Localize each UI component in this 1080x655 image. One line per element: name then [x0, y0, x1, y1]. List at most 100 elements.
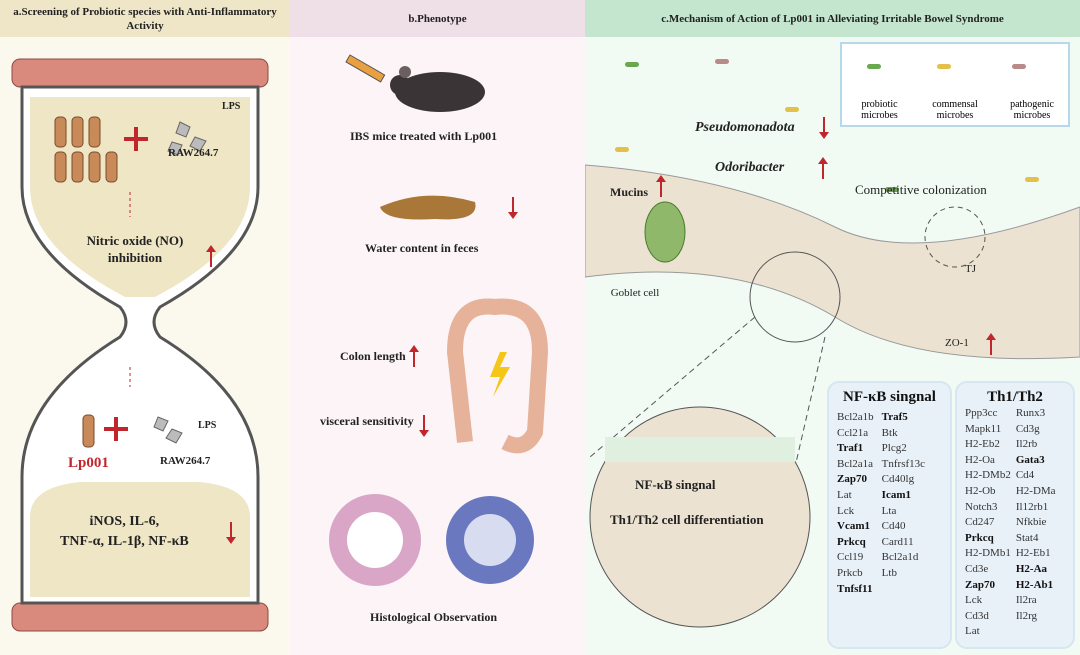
legend-pathogenic: pathogenic microbes [1010, 99, 1054, 121]
commensal-icon [937, 64, 951, 69]
histology-label: Histological Observation [370, 610, 497, 624]
histology-images [329, 494, 534, 586]
competitive-label: Competitive colonization [855, 182, 987, 197]
gene-item: Cd3g [1015, 422, 1040, 435]
intestine-illustration [585, 164, 1080, 628]
gene-item: Tnfsf11 [837, 582, 873, 595]
pseudomonadota-label: Pseudomonadota [695, 120, 795, 135]
panel-c-title: c.Mechanism of Action of Lp001 in Allevi… [585, 0, 1080, 37]
gene-item: Plcg2 [881, 442, 907, 455]
down-arrow-icon [226, 522, 236, 544]
feces-icon [380, 195, 476, 220]
panel-a-title: a.Screening of Probiotic species with An… [0, 0, 290, 37]
gene-item: Bcl2a1a [837, 457, 874, 470]
gene-item: Vcam1 [837, 520, 870, 533]
microbe [1025, 177, 1039, 182]
inflammatory-markers: iNOS, IL-6, TNF-α, IL-1β, NF-κB [60, 514, 189, 549]
gene-item: Mapk11 [965, 422, 1002, 435]
mouse-syringe-icon [345, 54, 485, 112]
goblet-cell-label: Goblet cell [610, 287, 660, 299]
gene-item: Stat4 [1015, 531, 1039, 544]
gene-item: Lck [837, 504, 855, 517]
mice-label: IBS mice treated with Lp001 [350, 129, 498, 143]
gene-item: Notch3 [965, 500, 998, 513]
gene-item: Prkcq [837, 535, 866, 548]
gene-item: Zap70 [965, 578, 995, 591]
lps-label-1: LPS [222, 101, 241, 112]
gene-item: Il2rg [1015, 609, 1038, 622]
panel-b: IBS mice treated with Lp001 Water conten… [290, 37, 585, 655]
gene-item: Il2rb [1015, 438, 1038, 451]
pathogenic-icon [1012, 64, 1026, 69]
gene-item: Gata3 [1015, 453, 1045, 466]
gene-item: Traf5 [881, 411, 908, 423]
gene-item: Cd3d [965, 609, 989, 622]
panel-b-title: b.Phenotype [290, 0, 585, 37]
gene-item: H2-Eb2 [965, 438, 1000, 451]
probiotic-icon [867, 64, 881, 69]
colon-length-label: Colon length [340, 349, 406, 363]
gene-item: H2-Ob [965, 484, 996, 497]
gene-item: Lck [965, 594, 983, 607]
gene-item: H2-Aa [1015, 562, 1048, 575]
gene-item: Cd4 [1015, 469, 1035, 482]
gene-item: Lta [881, 504, 897, 517]
raw-label-1: RAW264.7 [168, 147, 219, 159]
gene-item: Lat [837, 488, 852, 501]
microbe [625, 62, 639, 67]
gene-item: Bcl2a1b [837, 411, 874, 423]
gene-item: H2-Ab1 [1015, 578, 1054, 591]
up-arrow-icon [818, 157, 828, 179]
gene-item: Ltb [881, 566, 897, 579]
up-arrow-icon [656, 175, 666, 197]
gene-item: Nfkbie [1015, 516, 1047, 529]
colon-icon [446, 298, 549, 454]
zoom-nfkb-label: NF-κB singnal [635, 477, 716, 492]
legend-commensal: commensal microbes [932, 99, 978, 121]
microbe [715, 59, 729, 64]
gene-item: Prkcb [837, 566, 863, 579]
zo1-label: ZO-1 [945, 337, 969, 349]
gene-item: Zap70 [837, 473, 867, 486]
gene-item: Cd3e [965, 562, 989, 575]
gene-item: H2-Eb1 [1015, 547, 1051, 560]
gene-item: Il12rb1 [1015, 500, 1049, 513]
microbe [885, 187, 899, 192]
gene-item: H2-DMa [1015, 484, 1056, 497]
gene-item: Il2ra [1015, 594, 1037, 607]
legend-probiotic: probiotic microbes [861, 99, 898, 121]
up-arrow-icon [206, 245, 216, 267]
gene-item: Ccl19 [837, 551, 864, 564]
gene-item: Ppp3cc [965, 407, 998, 419]
gene-item: Icam1 [881, 488, 911, 501]
gene-item: Bcl2a1d [881, 551, 919, 564]
tj-label: TJ [965, 263, 976, 275]
panel-c: probiotic microbes commensal microbes pa… [585, 37, 1080, 655]
gene-item: H2-DMb1 [965, 547, 1011, 560]
down-arrow-icon [819, 117, 829, 139]
mucins-label: Mucins [610, 185, 649, 199]
gene-item: Runx3 [1015, 407, 1046, 419]
hourglass [11, 58, 269, 632]
up-arrow-icon [409, 345, 419, 367]
zoom-th-label: Th1/Th2 cell differentiation [610, 512, 764, 527]
th-title: Th1/Th2 [987, 389, 1043, 405]
gene-item: Ccl21a [837, 426, 869, 439]
microbe [615, 147, 629, 152]
raw-label-2: RAW264.7 [160, 455, 211, 467]
up-arrow-icon [986, 333, 996, 355]
visceral-label: visceral sensitivity [320, 414, 414, 428]
gene-item: H2-Oa [965, 453, 995, 466]
gene-item: Tnfrsf13c [881, 457, 926, 470]
nfkb-title: NF-κB singnal [843, 389, 936, 405]
gene-item: Traf1 [837, 442, 864, 455]
lp001-label: Lp001 [68, 455, 109, 471]
down-arrow-icon [508, 197, 518, 219]
gene-item: Lat [965, 625, 980, 638]
